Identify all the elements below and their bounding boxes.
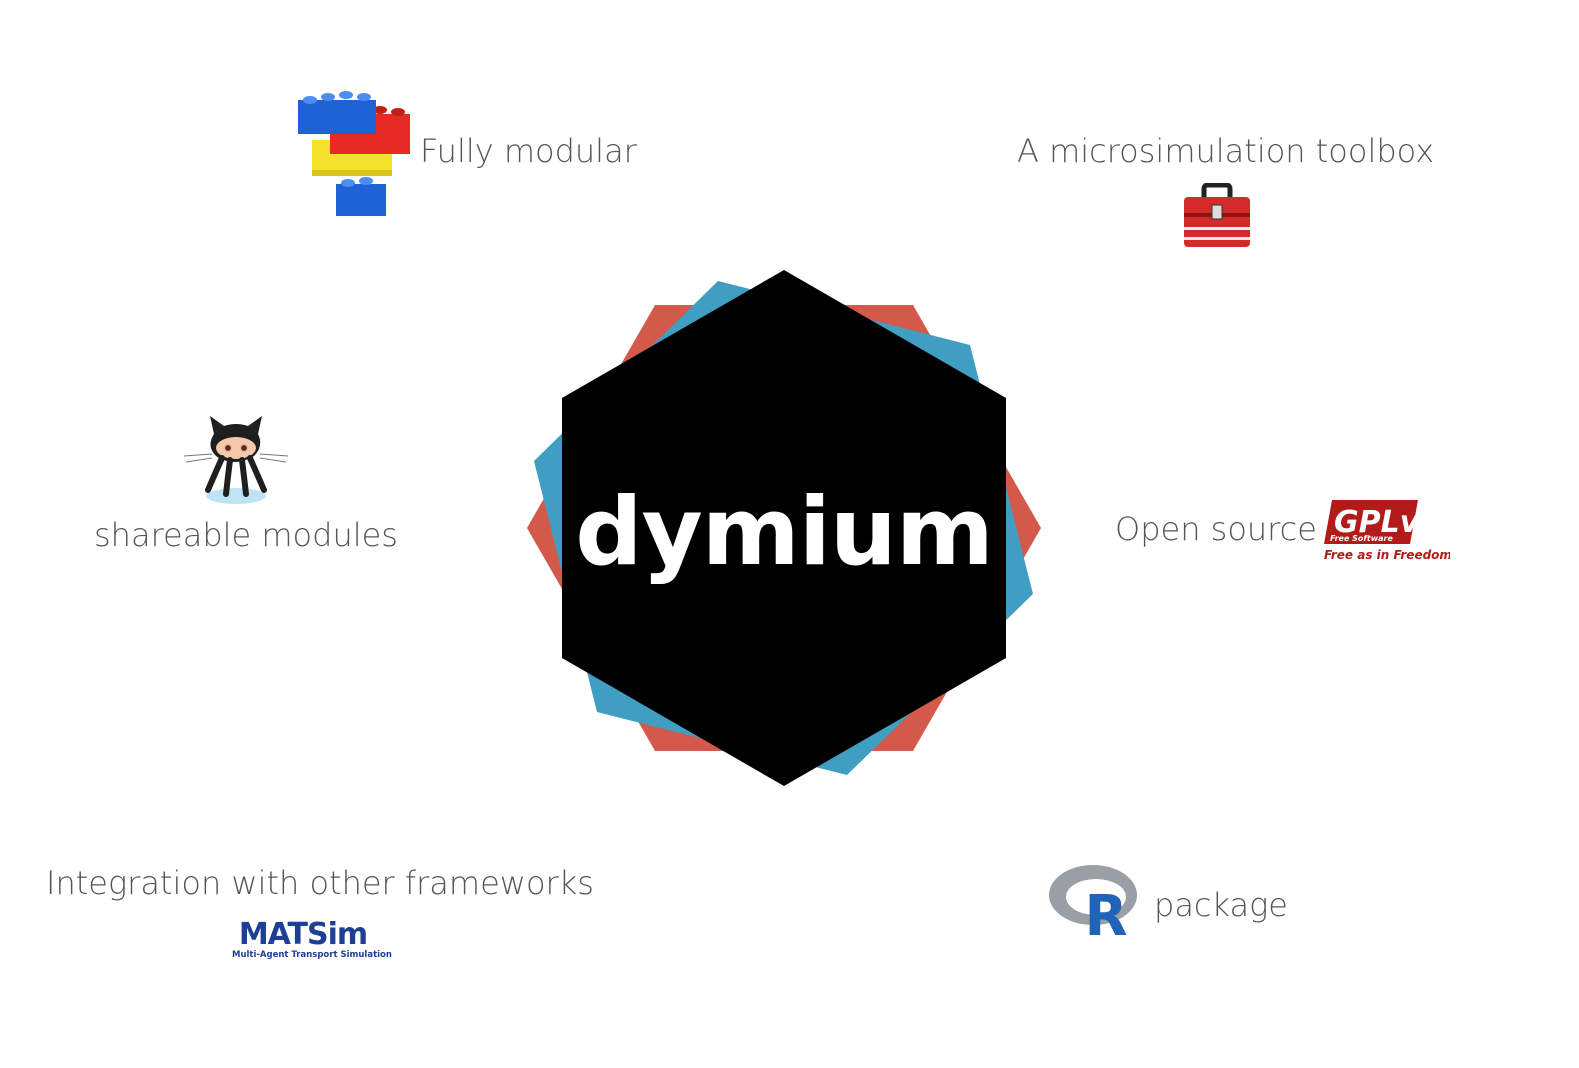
gplv3-logo-icon: GPLv3 Free Software Free as in Freedom xyxy=(1322,496,1450,564)
github-octocat-icon xyxy=(184,414,290,506)
matsim-logo-title: MATSim xyxy=(238,917,368,952)
matsim-logo-subtitle: Multi-Agent Transport Simulation xyxy=(232,950,392,960)
black-hexagon-layer xyxy=(562,270,1006,786)
lego-bricks-icon xyxy=(296,88,414,218)
open-source-label: Open source xyxy=(1115,510,1317,548)
gpl-badge-title: GPLv3 xyxy=(1334,505,1440,540)
gpl-badge-tagline: Free as in Freedom xyxy=(1324,548,1450,562)
matsim-logo-icon: MATSim Multi-Agent Transport Simulation xyxy=(232,917,392,961)
gpl-badge-small: Free Software xyxy=(1330,534,1393,543)
shareable-modules-label: shareable modules xyxy=(94,516,398,554)
integration-label: Integration with other frameworks xyxy=(46,864,594,902)
logo-wordmark: dymium xyxy=(575,478,993,587)
package-label: package xyxy=(1154,886,1288,924)
r-logo-letter: R xyxy=(1084,884,1127,937)
red-toolbox-icon xyxy=(1182,183,1252,249)
fully-modular-label: Fully modular xyxy=(420,132,637,170)
microsimulation-toolbox-label: A microsimulation toolbox xyxy=(1017,132,1435,170)
r-logo-icon: R xyxy=(1048,863,1140,937)
